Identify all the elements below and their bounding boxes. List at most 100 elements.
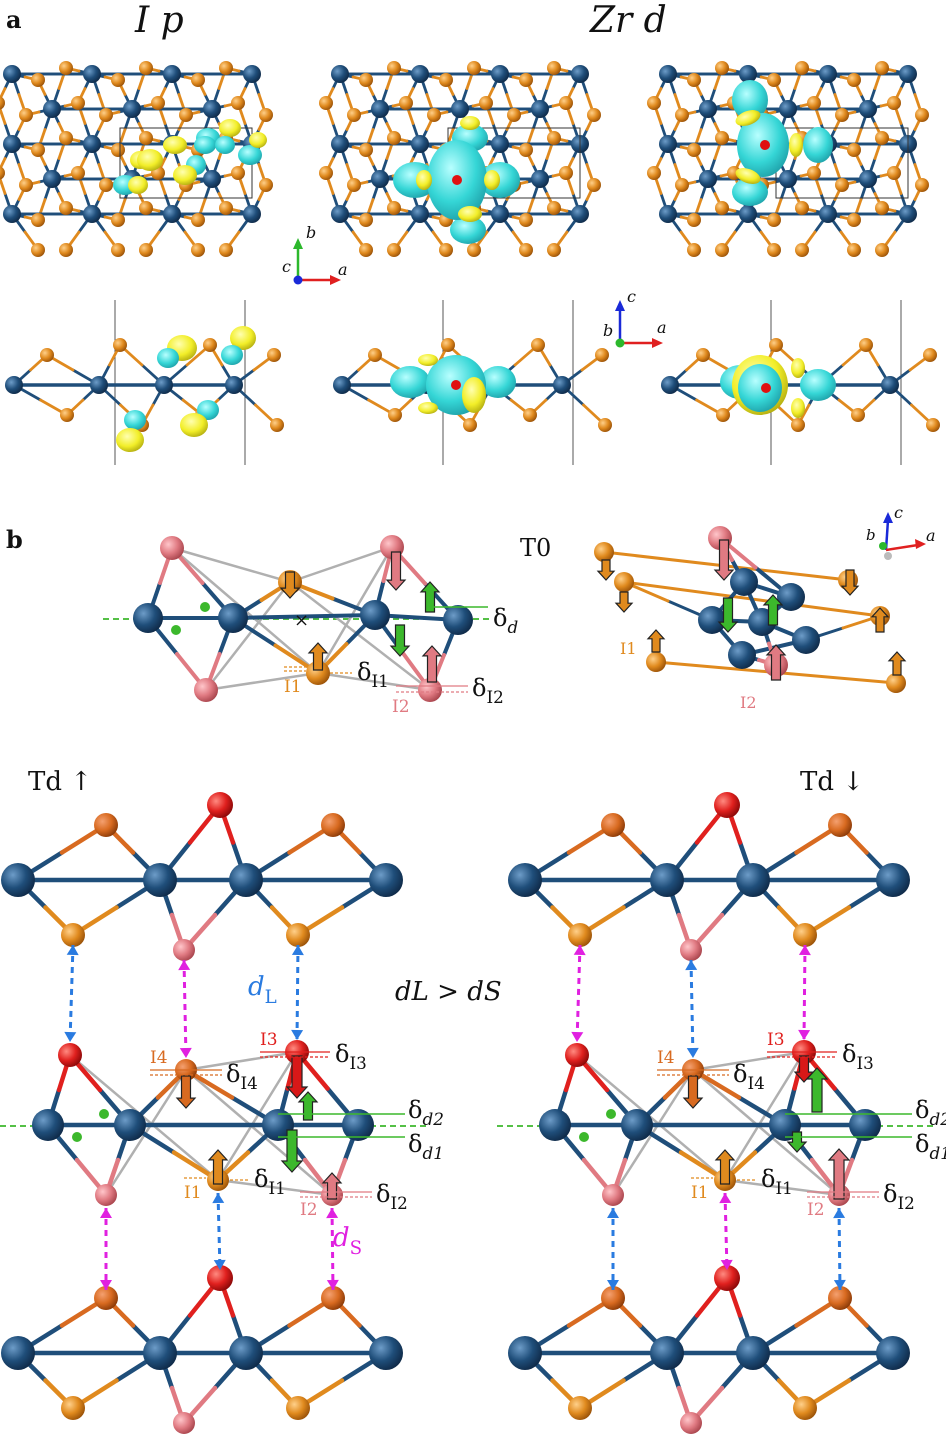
delta-i1-label: δI1 — [357, 658, 389, 691]
central-zr-marker — [452, 175, 462, 185]
iodine-atom — [646, 652, 666, 672]
dl-label: dL — [248, 972, 277, 1008]
axis-label-a-b: a — [926, 526, 936, 545]
zr-atom — [90, 376, 108, 394]
zr-atom — [819, 205, 837, 223]
iodine-atom — [847, 243, 861, 257]
zr-atom — [133, 603, 163, 633]
axis-label-b-bottom: b — [603, 321, 613, 340]
displacement-arrow — [646, 629, 666, 653]
orbital-lobe — [157, 348, 179, 368]
iodine-atom — [368, 348, 382, 362]
displacement-arrow — [385, 551, 407, 591]
iodine-atom — [319, 96, 333, 110]
zr-atom — [899, 65, 917, 83]
zr-atom — [553, 376, 571, 394]
interlayer-distance-ds — [571, 944, 586, 1043]
panel-a-bottom-row — [5, 300, 940, 465]
iodine-atom — [219, 243, 233, 257]
displacement-arrow — [682, 1075, 704, 1109]
displacement-arrow — [717, 597, 739, 633]
zr-atom — [881, 376, 899, 394]
i1-label: I1 — [284, 677, 302, 697]
iodine-atom — [61, 1396, 85, 1420]
orbital-lobe — [458, 206, 482, 222]
iodine-atom — [767, 73, 781, 87]
orbital-lobe — [180, 413, 208, 437]
panel-a-top-row — [0, 61, 929, 257]
zr-atom — [411, 205, 429, 223]
zr-atom — [539, 1109, 571, 1141]
zr-atom — [143, 863, 177, 897]
iodine-atom — [887, 166, 901, 180]
displacement-arrow — [765, 644, 787, 681]
dashed-line — [723, 1192, 729, 1271]
iodine-pink-atom — [173, 1412, 195, 1434]
zr-atom — [331, 205, 349, 223]
td-up-label: Td ↑ — [28, 767, 92, 797]
orbital-lobe — [173, 165, 197, 185]
arrowhead — [573, 945, 586, 956]
iodine-atom — [926, 418, 940, 432]
iodine-atom — [568, 1396, 592, 1420]
iodine-atom — [847, 143, 861, 157]
inversion-center-dot — [200, 602, 210, 612]
interlayer-distance-ds — [326, 1207, 339, 1291]
zr-atom — [262, 1109, 294, 1141]
zr-atom — [411, 65, 429, 83]
iodine-atom — [547, 243, 561, 257]
interlayer-distance-ds — [719, 1192, 733, 1271]
inversion-center-dot — [579, 1132, 589, 1142]
bond — [216, 1050, 299, 1182]
iodine-atom — [99, 108, 113, 122]
iodine-atom — [94, 1286, 118, 1310]
interlayer-distance-dl — [291, 944, 304, 1041]
iodine-atom — [769, 338, 783, 352]
zr-atom — [371, 170, 389, 188]
zr-atom — [331, 65, 349, 83]
iodine-atom — [439, 73, 453, 87]
iodine-atom — [99, 178, 113, 192]
interlayer-distance-dl — [685, 959, 699, 1059]
iodine-red-atom — [714, 792, 740, 818]
axis-label-c-bottom: c — [627, 287, 636, 306]
zr-atom — [508, 1336, 542, 1370]
zr-atom — [736, 863, 770, 897]
axis-label-c: c — [282, 257, 291, 276]
orbital-lobe — [791, 358, 805, 378]
zr-atom — [3, 205, 21, 223]
arrowhead — [66, 945, 79, 956]
zr-atom — [243, 65, 261, 83]
iodine-atom — [191, 243, 205, 257]
dashed-line — [68, 944, 75, 1043]
arrowhead — [607, 1280, 619, 1290]
zr-atom — [342, 1109, 374, 1141]
orbital-lobe — [137, 149, 163, 171]
iodine-atom — [687, 243, 701, 257]
iodine-atom — [267, 348, 281, 362]
central-zr-marker — [761, 383, 771, 393]
zr-atom — [650, 1336, 684, 1370]
iodine-atom — [687, 143, 701, 157]
iodine-atom — [270, 418, 284, 432]
displacement-arrow — [419, 581, 441, 613]
iodine-atom — [321, 1286, 345, 1310]
dashed-line — [689, 959, 695, 1059]
iodine-atom — [259, 108, 273, 122]
i4-label: I4 — [150, 1048, 168, 1068]
orbital-lobe — [215, 136, 235, 154]
iodine-atom — [523, 408, 537, 422]
iodine-atom — [887, 96, 901, 110]
arrowhead — [326, 1279, 339, 1290]
iodine-atom — [59, 201, 73, 215]
displacement-arrow — [280, 1129, 304, 1173]
bond — [288, 580, 432, 692]
axis-label-c-b: c — [894, 503, 903, 522]
zr-atom — [739, 65, 757, 83]
zr-atom — [203, 100, 221, 118]
orbital-lobe — [791, 398, 805, 418]
orbital-lobe — [418, 354, 438, 366]
zr-atom — [650, 863, 684, 897]
